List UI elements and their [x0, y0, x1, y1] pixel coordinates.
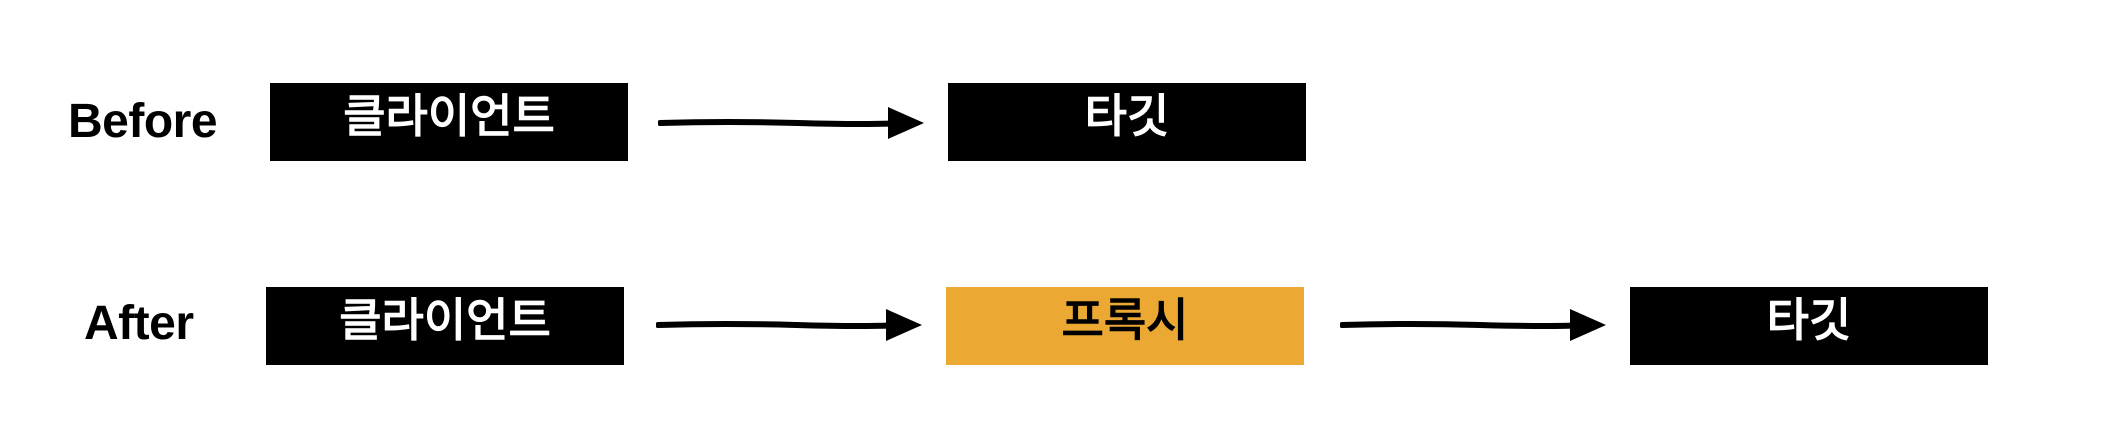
arrow-icon — [656, 309, 922, 341]
node-label: 프록시 — [1061, 293, 1189, 347]
node-target-after: 타깃 — [1630, 287, 1988, 365]
arrow-icon — [658, 107, 924, 139]
arrow-icon — [1340, 309, 1606, 341]
node-target-before: 타깃 — [948, 83, 1306, 161]
node-label: 클라이언트 — [339, 293, 551, 347]
node-label: 타깃 — [1084, 89, 1170, 143]
node-client-before: 클라이언트 — [270, 83, 628, 161]
row-label-after: After — [84, 297, 194, 350]
node-proxy-after: 프록시 — [946, 287, 1304, 365]
node-client-after: 클라이언트 — [266, 287, 624, 365]
node-label: 클라이언트 — [343, 89, 555, 143]
row-label-before: Before — [68, 95, 218, 148]
node-label: 타깃 — [1766, 293, 1852, 347]
